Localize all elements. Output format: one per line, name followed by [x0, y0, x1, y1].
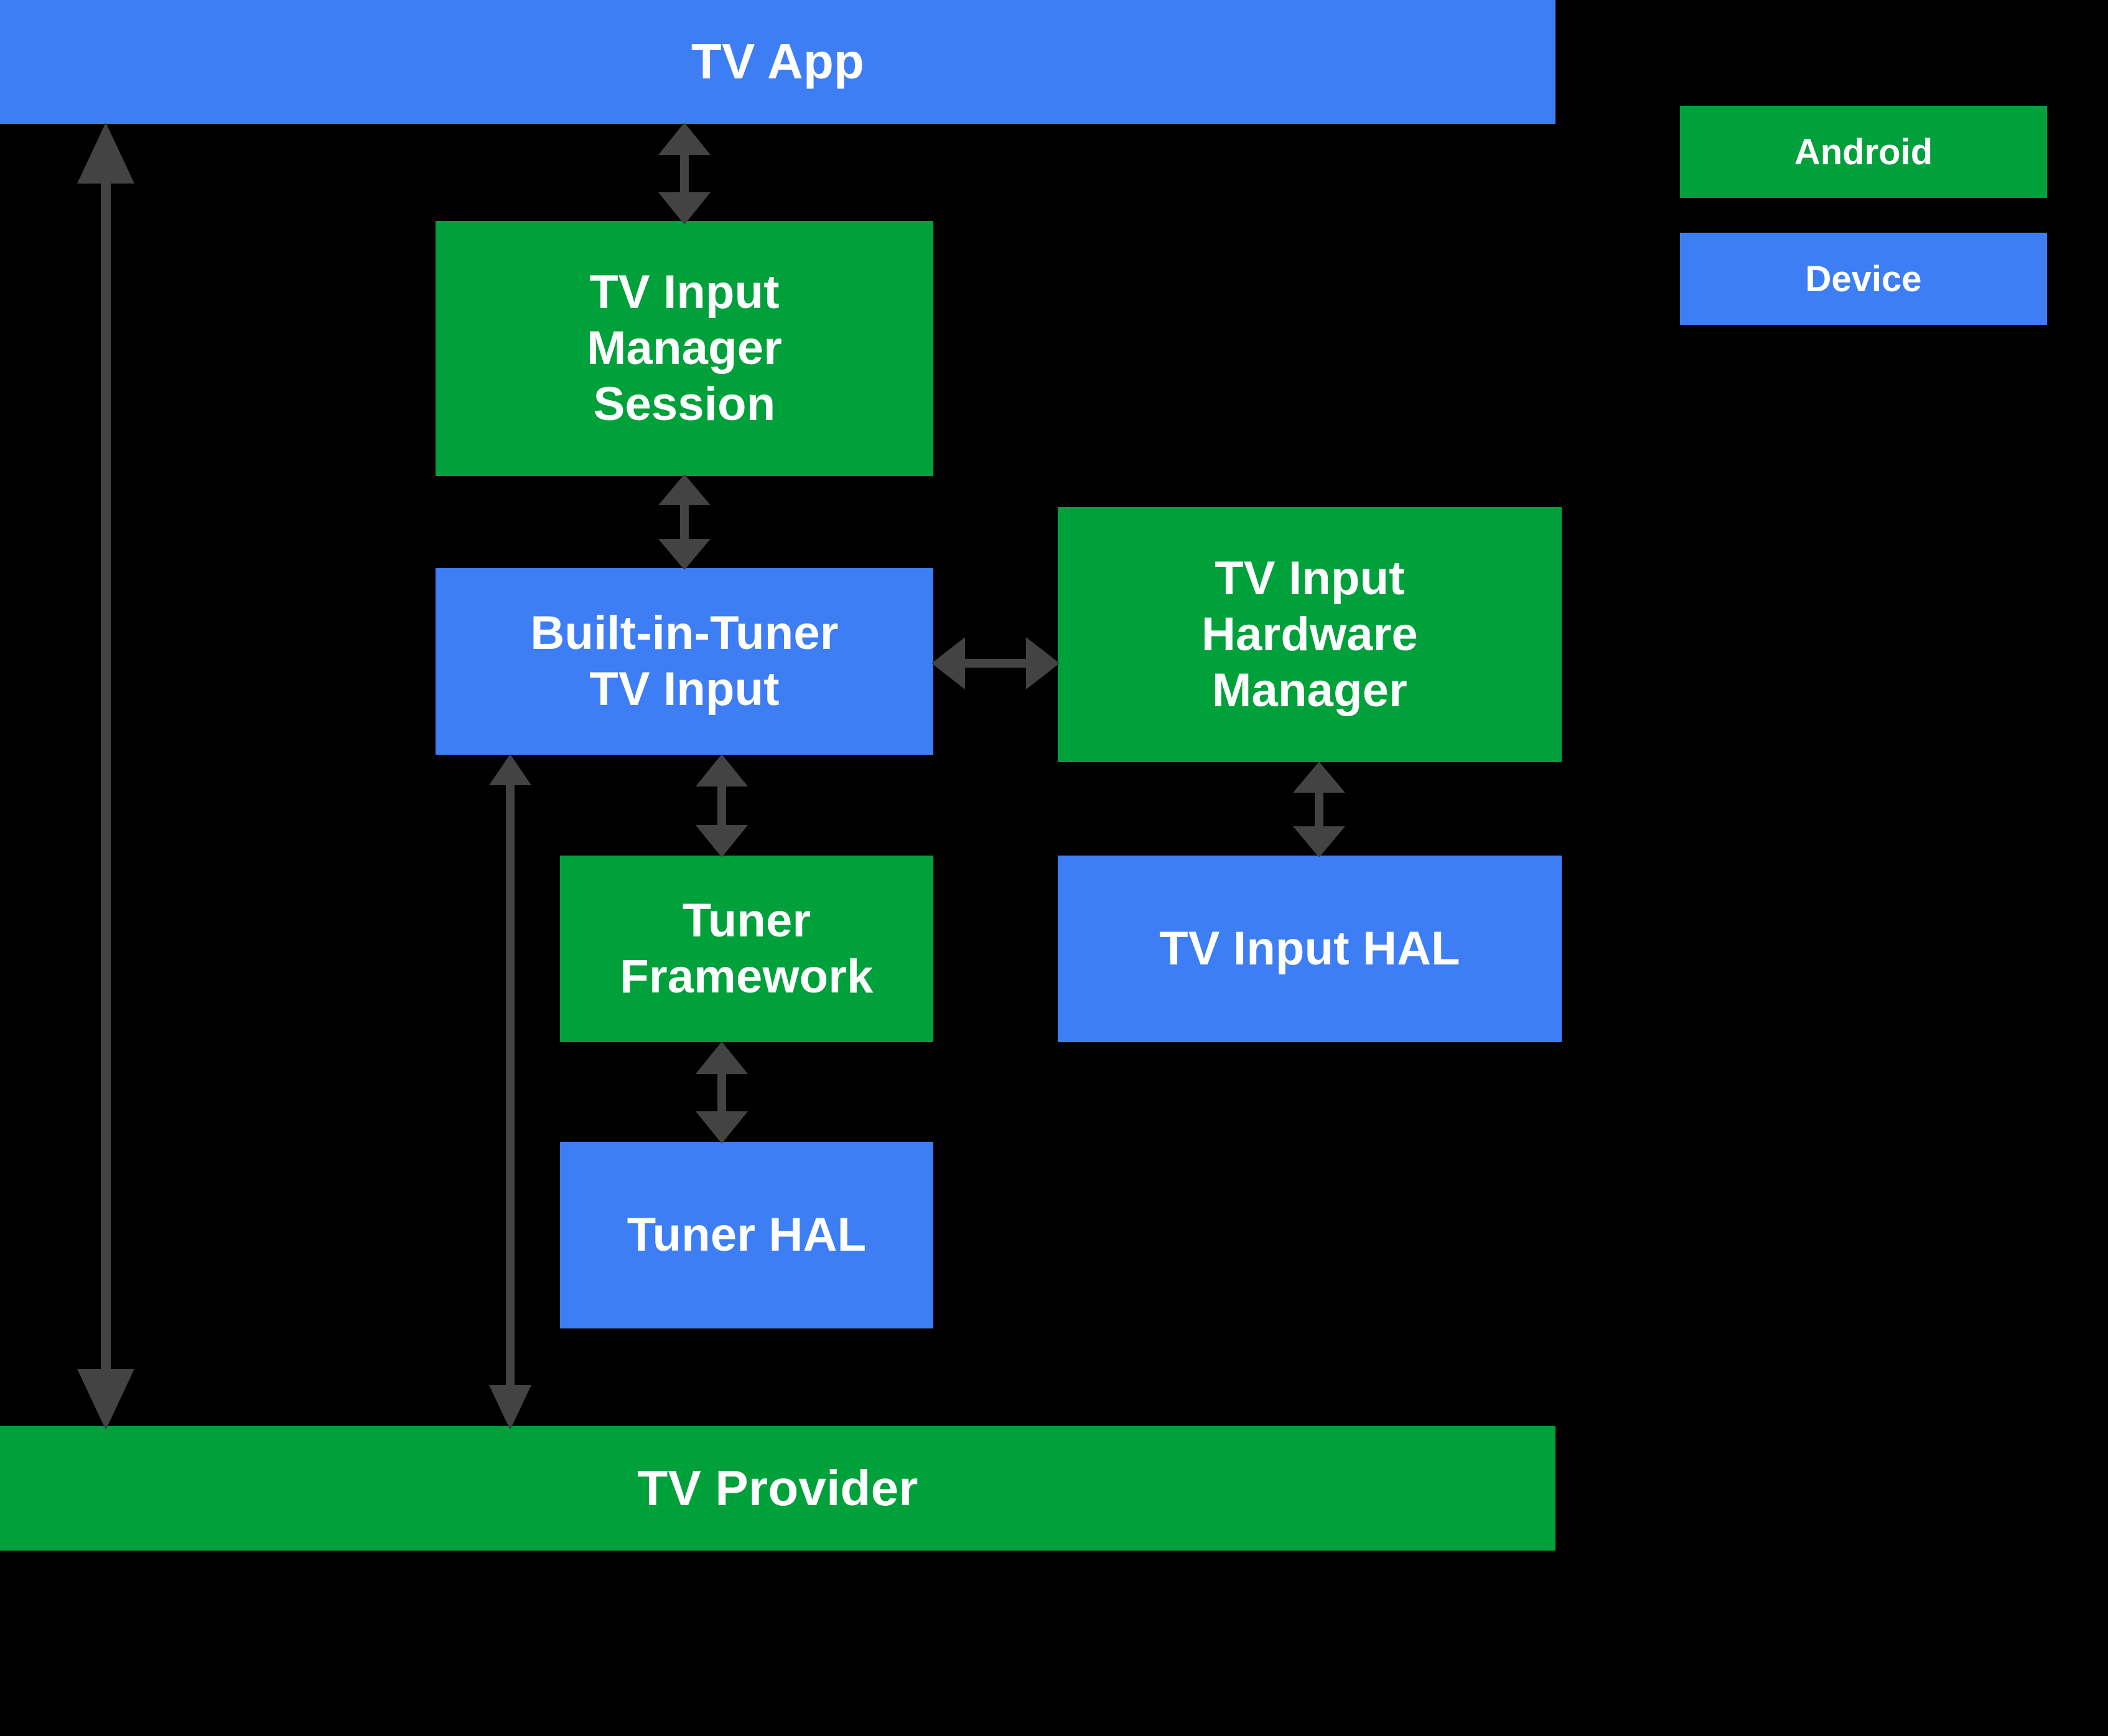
node-tuner-framework-label: Tuner Framework [620, 894, 874, 1003]
node-tv-input-hardware-manager-label: TV Input Hardware Manager [1201, 552, 1418, 717]
node-tv-app-label: TV App [691, 34, 865, 90]
node-tuner-framework: Tuner Framework [560, 856, 933, 1042]
connector-tv-app-to-tv-provider [77, 123, 134, 1430]
connector-hardware-manager-to-tv-input-hal [1293, 762, 1345, 857]
legend-item-device: Device [1680, 233, 2047, 325]
node-tv-input-hal: TV Input HAL [1058, 856, 1562, 1042]
node-tv-provider-label: TV Provider [637, 1460, 918, 1516]
node-tv-input-hal-label: TV Input HAL [1159, 922, 1460, 976]
connector-built-in-tuner-to-tv-provider [489, 754, 531, 1430]
node-tv-app: TV App [0, 0, 1555, 124]
node-tv-input-manager-session: TV Input Manager Session [436, 221, 933, 476]
connector-built-in-tuner-to-tuner-framework [696, 754, 748, 857]
node-tv-input-hardware-manager: TV Input Hardware Manager [1058, 507, 1562, 762]
node-tuner-hal-label: Tuner HAL [627, 1208, 867, 1262]
node-tv-provider: TV Provider [0, 1426, 1555, 1551]
node-tv-input-manager-session-label: TV Input Manager Session [587, 266, 782, 431]
node-built-in-tuner-tv-input-label: Built-in-Tuner TV Input [530, 607, 839, 716]
legend-item-android: Android [1680, 106, 2047, 198]
connector-tuner-framework-to-tuner-hal [696, 1042, 748, 1144]
connector-tv-app-to-tv-input-manager-session [658, 123, 711, 225]
connector-tv-input-manager-session-to-built-in-tuner [658, 474, 711, 570]
legend-item-device-label: Device [1805, 258, 1922, 299]
connector-built-in-tuner-to-hardware-manager [931, 637, 1060, 689]
legend-item-android-label: Android [1794, 131, 1933, 172]
node-tuner-hal: Tuner HAL [560, 1142, 933, 1328]
legend: Android Device [1680, 106, 2047, 325]
node-built-in-tuner-tv-input: Built-in-Tuner TV Input [436, 568, 933, 755]
